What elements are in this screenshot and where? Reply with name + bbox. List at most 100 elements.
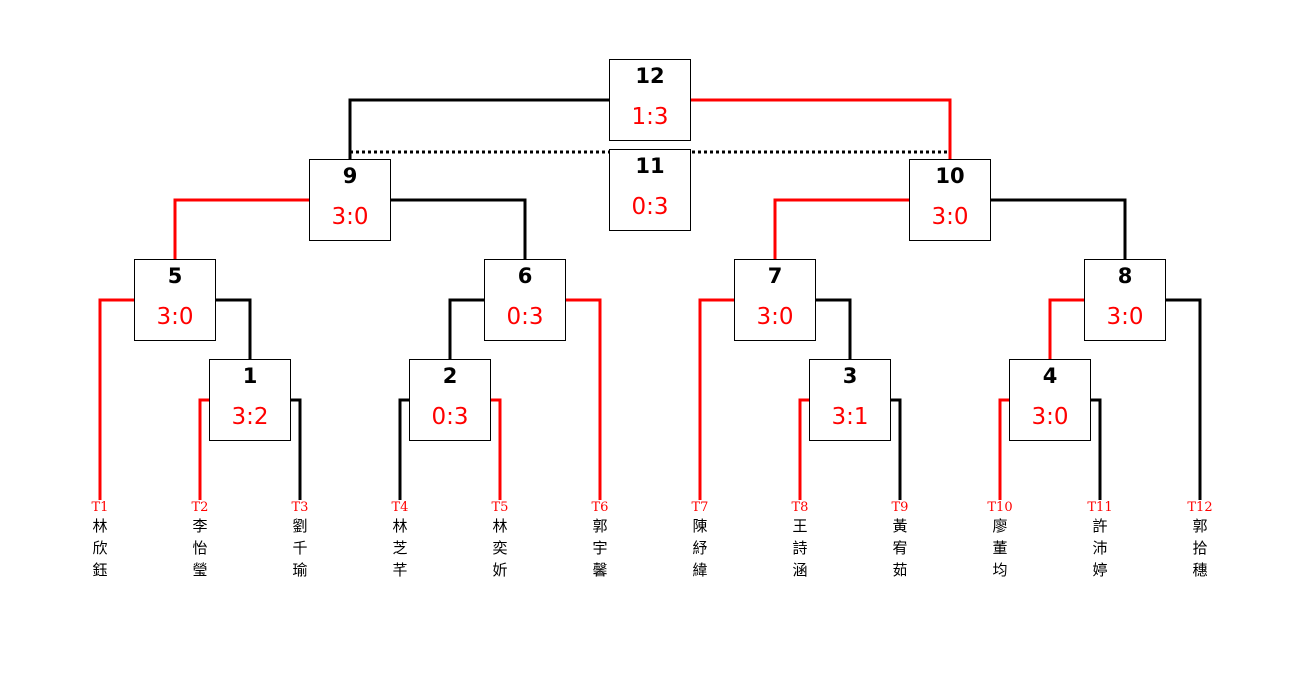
- match-score: 3:0: [156, 304, 194, 330]
- match-score: 3:0: [1106, 304, 1144, 330]
- line-m6-left: [448, 298, 484, 359]
- match-number: 7: [767, 264, 783, 288]
- team-id: T2: [191, 500, 209, 515]
- team-id: T5: [491, 500, 509, 515]
- match-number: 9: [342, 164, 358, 188]
- match-box-11: 11 0:3: [609, 149, 691, 231]
- team-id: T12: [1187, 500, 1213, 515]
- team-name-char: 黃: [892, 517, 908, 535]
- line-m6-right: [566, 298, 602, 500]
- line-m9-left: [173, 198, 309, 259]
- team-name-char: 宥: [892, 539, 908, 557]
- team-name-char: 廖: [992, 517, 1008, 535]
- line-m4-right: [1091, 398, 1102, 500]
- match-number: 1: [242, 364, 258, 388]
- team-id: T10: [987, 500, 1013, 515]
- team-label: T5 林奕妡: [480, 500, 520, 581]
- match-number: 11: [635, 154, 665, 178]
- team-name-char: 鈺: [92, 561, 108, 579]
- team-name-char: 劉: [292, 517, 308, 535]
- match-score: 1:3: [631, 104, 669, 130]
- line-m8-left: [1048, 298, 1084, 359]
- line-m5-left: [98, 298, 134, 500]
- team-label: T6 郭宇馨: [580, 500, 620, 581]
- team-id: T6: [591, 500, 609, 515]
- team-name-char: 陳: [692, 517, 708, 535]
- match-box-7: 7 3:0: [734, 259, 816, 341]
- match-score: 0:3: [431, 404, 469, 430]
- line-m2-right: [491, 398, 502, 500]
- match-score: 3:0: [1031, 404, 1069, 430]
- match-box-2: 2 0:3: [409, 359, 491, 441]
- team-label: T4 林芝芊: [380, 500, 420, 581]
- line-m12-right: [691, 98, 952, 159]
- team-name-char: 芝: [392, 539, 408, 557]
- line-m10-right: [991, 198, 1127, 259]
- team-name-char: 穗: [1192, 561, 1208, 579]
- team-name-char: 林: [392, 517, 408, 535]
- line-m10-left: [773, 198, 909, 259]
- match-box-9: 9 3:0: [309, 159, 391, 241]
- team-id: T7: [691, 500, 709, 515]
- team-name-char: 李: [192, 517, 208, 535]
- team-name-char: 妡: [492, 561, 508, 579]
- team-id: T3: [291, 500, 309, 515]
- match-score: 3:1: [831, 404, 869, 430]
- team-id: T4: [391, 500, 409, 515]
- match-box-6: 6 0:3: [484, 259, 566, 341]
- match-number: 10: [935, 164, 965, 188]
- line-m3-left: [798, 398, 809, 500]
- team-name-char: 郭: [592, 517, 608, 535]
- line-m3-right: [891, 398, 902, 500]
- team-name-char: 均: [992, 561, 1008, 579]
- match-score: 0:3: [631, 194, 669, 220]
- match-score: 3:0: [931, 204, 969, 230]
- team-name-char: 王: [792, 517, 808, 535]
- match-box-5: 5 3:0: [134, 259, 216, 341]
- team-id: T11: [1087, 500, 1113, 515]
- line-m5-right: [216, 298, 252, 359]
- line-m1-right: [291, 398, 302, 500]
- match-score: 0:3: [506, 304, 544, 330]
- match-box-4: 4 3:0: [1009, 359, 1091, 441]
- team-name-char: 紓: [692, 539, 708, 557]
- match-number: 6: [517, 264, 533, 288]
- team-label: T7 陳紓緯: [680, 500, 720, 581]
- team-name-char: 瑜: [292, 561, 308, 579]
- line-m4-left: [998, 398, 1009, 500]
- team-name-char: 詩: [792, 539, 808, 557]
- match-number: 5: [167, 264, 183, 288]
- match-score: 3:0: [331, 204, 369, 230]
- team-name-char: 宇: [592, 539, 608, 557]
- team-name-char: 芊: [392, 561, 408, 579]
- team-id: T8: [791, 500, 809, 515]
- line-m1-left: [198, 398, 209, 500]
- match-number: 12: [635, 64, 665, 88]
- match-score: 3:0: [756, 304, 794, 330]
- team-name-char: 涵: [792, 561, 808, 579]
- line-m7-left: [698, 298, 734, 500]
- team-name-char: 緯: [692, 561, 708, 579]
- match-box-8: 8 3:0: [1084, 259, 1166, 341]
- team-name-char: 怡: [192, 539, 208, 557]
- team-name-char: 欣: [92, 539, 108, 557]
- match-number: 4: [1042, 364, 1058, 388]
- team-name-char: 郭: [1192, 517, 1208, 535]
- team-label: T8 王詩涵: [780, 500, 820, 581]
- team-name-char: 奕: [492, 539, 508, 557]
- team-name-char: 馨: [592, 561, 608, 579]
- match-number: 2: [442, 364, 458, 388]
- team-name-char: 婷: [1092, 561, 1108, 579]
- team-id: T1: [91, 500, 109, 515]
- team-id: T9: [891, 500, 909, 515]
- team-name-char: 拾: [1192, 539, 1208, 557]
- team-name-char: 林: [492, 517, 508, 535]
- team-label: T12 郭拾穗: [1180, 500, 1220, 581]
- match-number: 8: [1117, 264, 1133, 288]
